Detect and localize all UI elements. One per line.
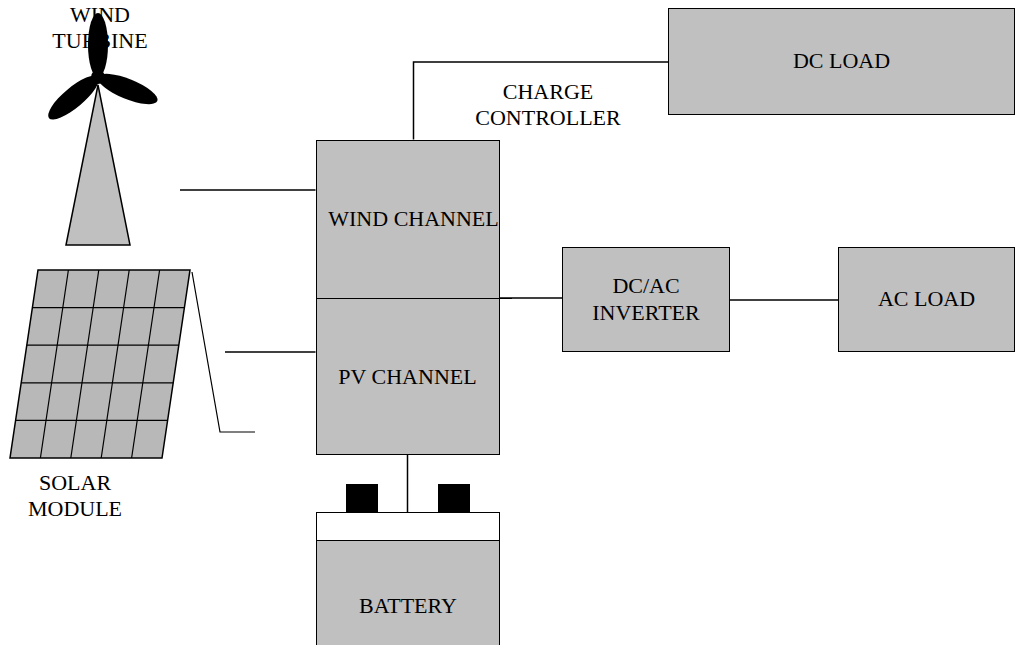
connector-wire [730,299,838,301]
ac-load-box: AC LOAD [838,247,1015,352]
charge-controller: CHARGE CONTROLLERWIND CHANNELPV CHANNEL [316,140,500,455]
node-label: AC LOAD [870,282,983,316]
connector-wire [225,351,316,353]
node-label: CHARGE CONTROLLER [463,79,633,132]
solar-module: SOLAR MODULE [5,265,225,527]
node-label: WIND TURBINE [20,2,180,55]
inverter-box: DC/AC INVERTER [562,247,730,352]
battery-box: BATTERY [316,512,500,645]
pv-channel: PV CHANNEL [316,299,500,455]
battery-terminal [346,484,378,512]
wind-channel: WIND CHANNEL [316,140,512,300]
connector-wire [180,189,316,191]
node-label: BATTERY [351,589,465,623]
node-label: WIND CHANNEL [320,202,506,236]
solar-panel [10,270,255,458]
node-label: PV CHANNEL [330,360,484,394]
node-label: DC LOAD [785,44,898,78]
node-label: SOLAR MODULE [15,470,135,523]
node-label: DC/AC INVERTER [563,269,729,330]
dc-load-box: DC LOAD [668,8,1015,115]
turbine-tower [66,85,130,245]
connector-wire [407,455,409,513]
connector-wire [414,62,669,140]
wind-turbine: WIND TURBINE [20,0,180,245]
battery-terminal [438,484,470,512]
